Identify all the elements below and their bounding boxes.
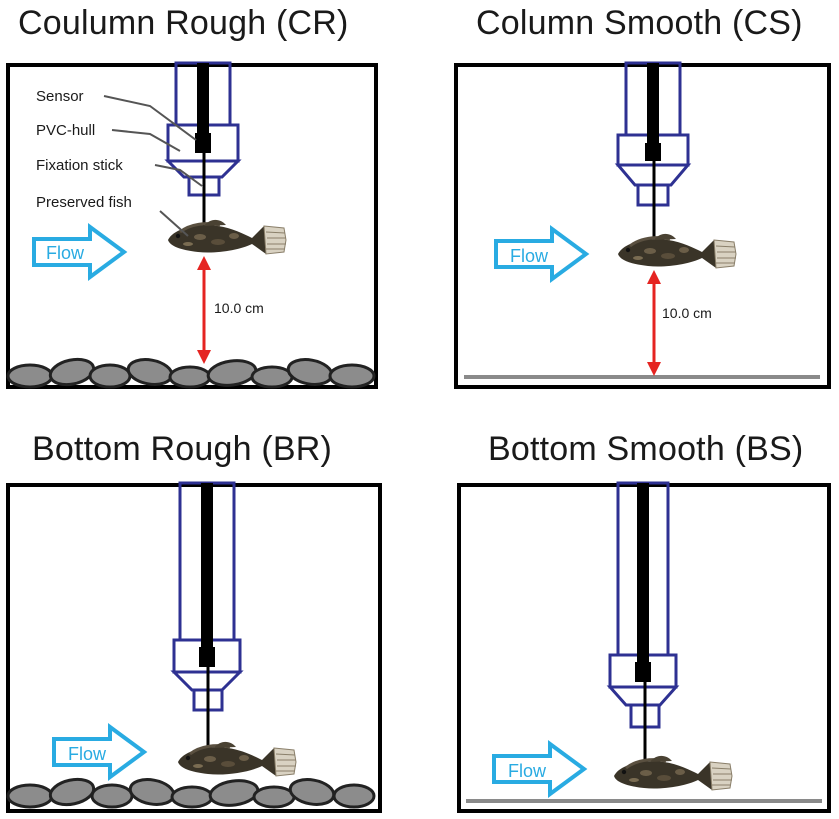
sensor <box>635 662 651 682</box>
sensor-cable <box>647 63 659 145</box>
sensor-label: Sensor <box>36 88 84 105</box>
distance-arrow <box>647 270 661 376</box>
panel-title-column-smooth: Column Smooth (CS) <box>476 4 803 42</box>
flow-label: Flow <box>68 744 107 764</box>
fixation-stick-label: Fixation stick <box>36 157 123 174</box>
panel-bottom-rough: Flow <box>6 481 382 813</box>
panel-title-column-rough: Coulumn Rough (CR) <box>18 4 349 42</box>
sensor <box>645 143 661 161</box>
stone-bed <box>6 777 376 809</box>
tank-frame <box>6 483 382 813</box>
panel-column-rough: Flow 10.0 cm Sensor PVC-hull Fixation st… <box>6 61 378 389</box>
distance-label: 10.0 cm <box>662 305 712 321</box>
sensor-cable <box>201 483 213 649</box>
preserved-fish <box>176 740 298 778</box>
sensor <box>199 647 215 667</box>
flow-label: Flow <box>508 761 547 781</box>
panel-title-bottom-rough: Bottom Rough (BR) <box>32 430 333 468</box>
panel-title-bottom-smooth: Bottom Smooth (BS) <box>488 430 804 468</box>
tank-frame <box>454 63 831 389</box>
sensor-cable <box>637 483 649 665</box>
stone-bed <box>6 357 376 389</box>
pvc-hull-leader <box>111 129 181 152</box>
pvc-hull-label: PVC-hull <box>36 122 95 139</box>
panel-bottom-smooth: Flow <box>457 481 831 813</box>
preserved-fish <box>166 218 288 256</box>
preserved-fish-label: Preserved fish <box>36 194 132 211</box>
fixation-stick-leader <box>154 164 203 187</box>
panel-column-smooth: Flow 10.0 cm <box>454 61 831 389</box>
preserved-fish <box>616 232 738 270</box>
sensor-cable <box>197 63 209 133</box>
distance-label: 10.0 cm <box>214 300 264 316</box>
distance-arrow <box>197 256 211 364</box>
preserved-fish-leader <box>159 210 189 237</box>
flow-label: Flow <box>510 246 549 266</box>
sensor <box>195 133 211 153</box>
flow-label: Flow <box>46 243 85 263</box>
preserved-fish <box>612 754 734 792</box>
sensor-leader <box>103 95 197 141</box>
